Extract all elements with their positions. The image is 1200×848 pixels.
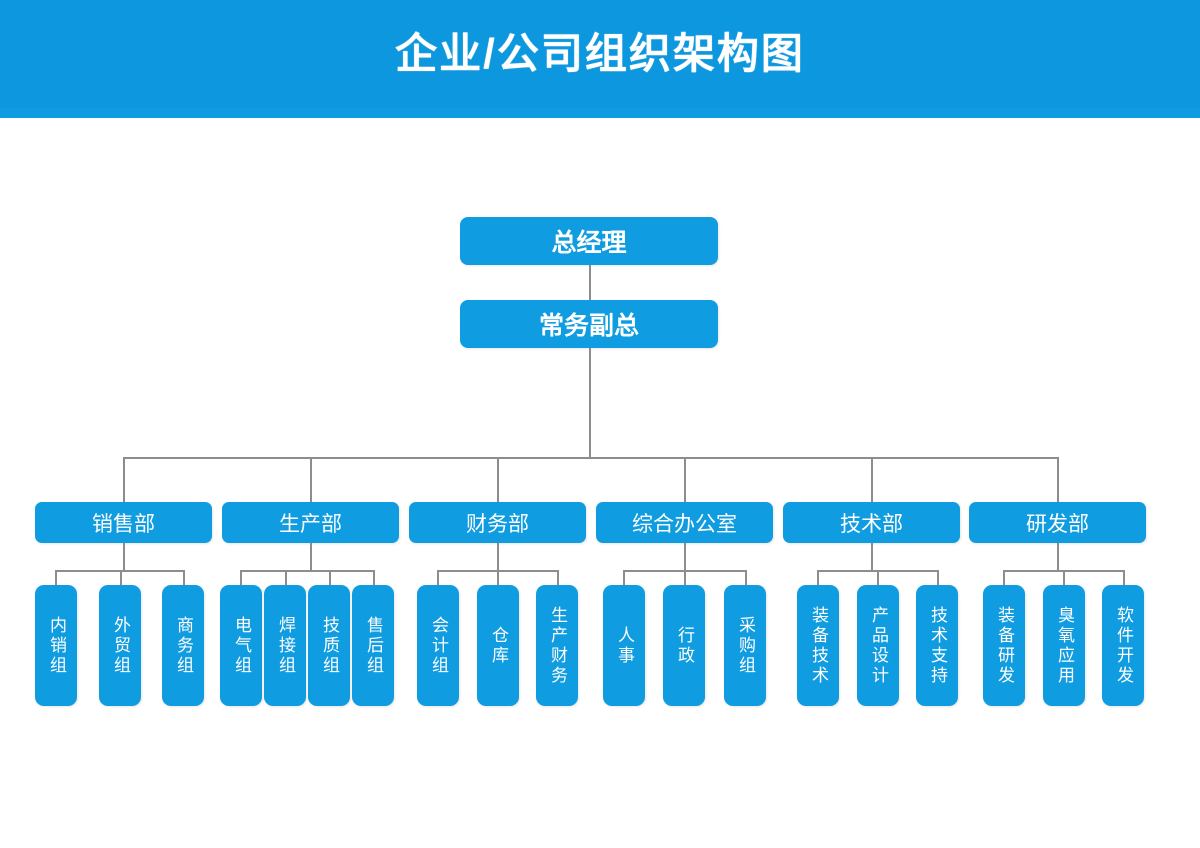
node-label: 售后组: [364, 615, 384, 676]
node-label: 会计组: [429, 615, 449, 676]
node-label: 软件开发: [1114, 605, 1134, 686]
node-label: 外贸组: [111, 615, 131, 676]
node-label: 装备技术: [809, 605, 829, 686]
node-team-sales-2[interactable]: 外贸组: [99, 585, 141, 706]
connector-production-drop-3: [329, 570, 331, 585]
node-department-technology[interactable]: 技术部: [783, 502, 960, 543]
connector-production-bus: [240, 570, 373, 572]
node-executive-vice-president[interactable]: 常务副总: [460, 300, 718, 348]
connector-finance-drop-3: [557, 570, 559, 585]
connector-general-office-drop-2: [684, 570, 686, 585]
connector-drop-dept-4: [684, 457, 686, 502]
connector-finance-drop-2: [497, 570, 499, 585]
connector-technology-drop-2: [877, 570, 879, 585]
connector-rnd-drop-3: [1123, 570, 1125, 585]
connector-sales-bus: [55, 570, 183, 572]
node-team-production-4[interactable]: 售后组: [352, 585, 394, 706]
node-team-production-1[interactable]: 电气组: [220, 585, 262, 706]
connector-rnd-stem: [1057, 543, 1059, 570]
page-title: 企业/公司组织架构图: [395, 30, 805, 77]
node-label: 产品设计: [869, 605, 889, 686]
node-team-sales-1[interactable]: 内销组: [35, 585, 77, 706]
node-team-production-3[interactable]: 技质组: [308, 585, 350, 706]
node-label: 内销组: [47, 615, 67, 676]
node-label: 焊接组: [276, 615, 296, 676]
node-label: 技质组: [320, 615, 340, 676]
connector-drop-dept-6: [1057, 457, 1059, 502]
header-banner: 企业/公司组织架构图: [0, 0, 1200, 108]
node-department-rnd[interactable]: 研发部: [969, 502, 1146, 543]
node-label: 总经理: [551, 229, 627, 257]
connector-gm-to-vp: [589, 265, 591, 300]
node-team-technology-1[interactable]: 装备技术: [797, 585, 839, 706]
connector-vp-trunk: [589, 348, 591, 457]
node-team-rnd-2[interactable]: 臭氧应用: [1043, 585, 1085, 706]
connector-general-office-stem: [684, 543, 686, 570]
connector-department-bus: [123, 457, 1057, 459]
connector-drop-dept-2: [310, 457, 312, 502]
node-label: 常务副总: [538, 312, 639, 340]
node-team-general-office-1[interactable]: 人事: [603, 585, 645, 706]
node-label: 综合办公室: [632, 512, 737, 536]
connector-technology-drop-1: [817, 570, 819, 585]
connector-production-drop-1: [240, 570, 242, 585]
connector-production-drop-2: [285, 570, 287, 585]
node-label: 销售部: [92, 512, 155, 536]
node-team-finance-2[interactable]: 仓库: [477, 585, 519, 706]
connector-drop-dept-1: [123, 457, 125, 502]
node-team-rnd-3[interactable]: 软件开发: [1102, 585, 1144, 706]
connector-general-office-drop-1: [623, 570, 625, 585]
node-department-production[interactable]: 生产部: [222, 502, 399, 543]
node-general-manager[interactable]: 总经理: [460, 217, 718, 265]
node-team-production-2[interactable]: 焊接组: [264, 585, 306, 706]
connector-general-office-drop-3: [745, 570, 747, 585]
node-label: 生产财务: [548, 605, 568, 686]
header-underline-divider: [0, 108, 1200, 118]
node-team-rnd-1[interactable]: 装备研发: [983, 585, 1025, 706]
node-team-general-office-2[interactable]: 行政: [663, 585, 705, 706]
connector-sales-drop-3: [183, 570, 185, 585]
connector-technology-stem: [871, 543, 873, 570]
node-team-technology-2[interactable]: 产品设计: [857, 585, 899, 706]
node-label: 技术支持: [928, 605, 948, 686]
node-department-sales[interactable]: 销售部: [35, 502, 212, 543]
node-label: 生产部: [279, 512, 342, 536]
org-tree: 总经理 常务副总 销售部 内销组 外贸组 商务: [0, 118, 1200, 848]
connector-finance-stem: [497, 543, 499, 570]
connector-sales-drop-1: [55, 570, 57, 585]
connector-drop-dept-3: [497, 457, 499, 502]
node-team-finance-3[interactable]: 生产财务: [536, 585, 578, 706]
node-label: 技术部: [840, 512, 903, 536]
node-label: 采购组: [736, 615, 756, 676]
node-team-technology-3[interactable]: 技术支持: [916, 585, 958, 706]
node-team-finance-1[interactable]: 会计组: [417, 585, 459, 706]
node-label: 商务组: [174, 615, 194, 676]
connector-production-stem: [310, 543, 312, 570]
connector-rnd-drop-2: [1063, 570, 1065, 585]
node-team-general-office-3[interactable]: 采购组: [724, 585, 766, 706]
connector-drop-dept-5: [871, 457, 873, 502]
node-label: 研发部: [1026, 512, 1089, 536]
node-label: 臭氧应用: [1055, 605, 1075, 686]
node-label: 人事: [615, 625, 635, 666]
connector-rnd-drop-1: [1003, 570, 1005, 585]
node-department-general-office[interactable]: 综合办公室: [596, 502, 773, 543]
connector-sales-drop-2: [120, 570, 122, 585]
node-label: 仓库: [489, 625, 509, 666]
connector-production-drop-4: [373, 570, 375, 585]
node-label: 财务部: [466, 512, 529, 536]
node-department-finance[interactable]: 财务部: [409, 502, 586, 543]
connector-finance-drop-1: [437, 570, 439, 585]
node-label: 行政: [675, 625, 695, 666]
connector-technology-drop-3: [937, 570, 939, 585]
node-team-sales-3[interactable]: 商务组: [162, 585, 204, 706]
node-label: 装备研发: [995, 605, 1015, 686]
connector-sales-stem: [123, 543, 125, 570]
node-label: 电气组: [232, 615, 252, 676]
